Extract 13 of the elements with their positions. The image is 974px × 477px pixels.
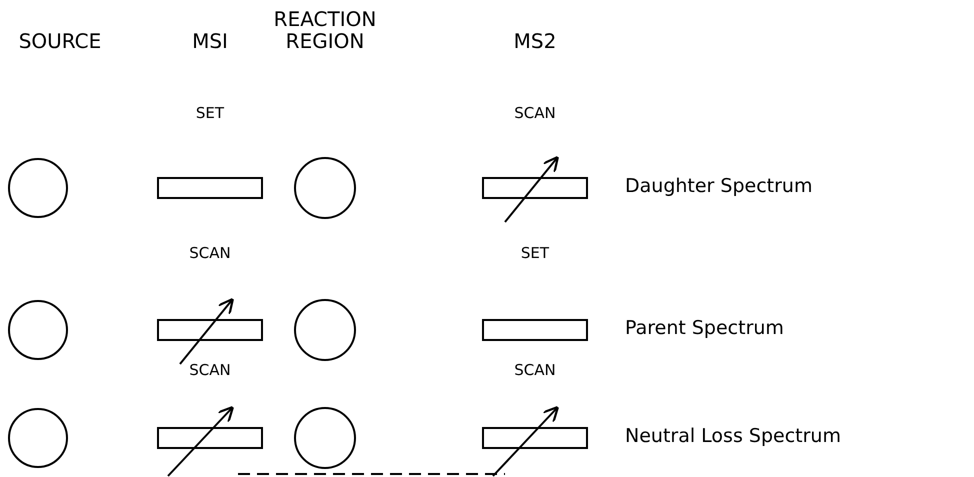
- mode-label: SCAN: [188, 362, 232, 378]
- mode-label: SCAN: [188, 245, 232, 262]
- column-heading: SOURCE: [18, 30, 102, 52]
- mode-label: SCAN: [513, 362, 557, 378]
- scan-type-label: Daughter Spectrum: [625, 176, 812, 197]
- column-heading: MS2: [512, 30, 558, 52]
- column-heading: MSI: [191, 30, 229, 52]
- scan-type-label: Parent Spectrum: [625, 318, 784, 339]
- scan-type-label: Neutral Loss Spectrum: [625, 426, 841, 447]
- mode-label: SET: [520, 245, 550, 262]
- column-heading: REACTION REGION: [272, 8, 378, 52]
- mode-label: SCAN: [513, 105, 557, 122]
- mode-label: SET: [194, 105, 226, 122]
